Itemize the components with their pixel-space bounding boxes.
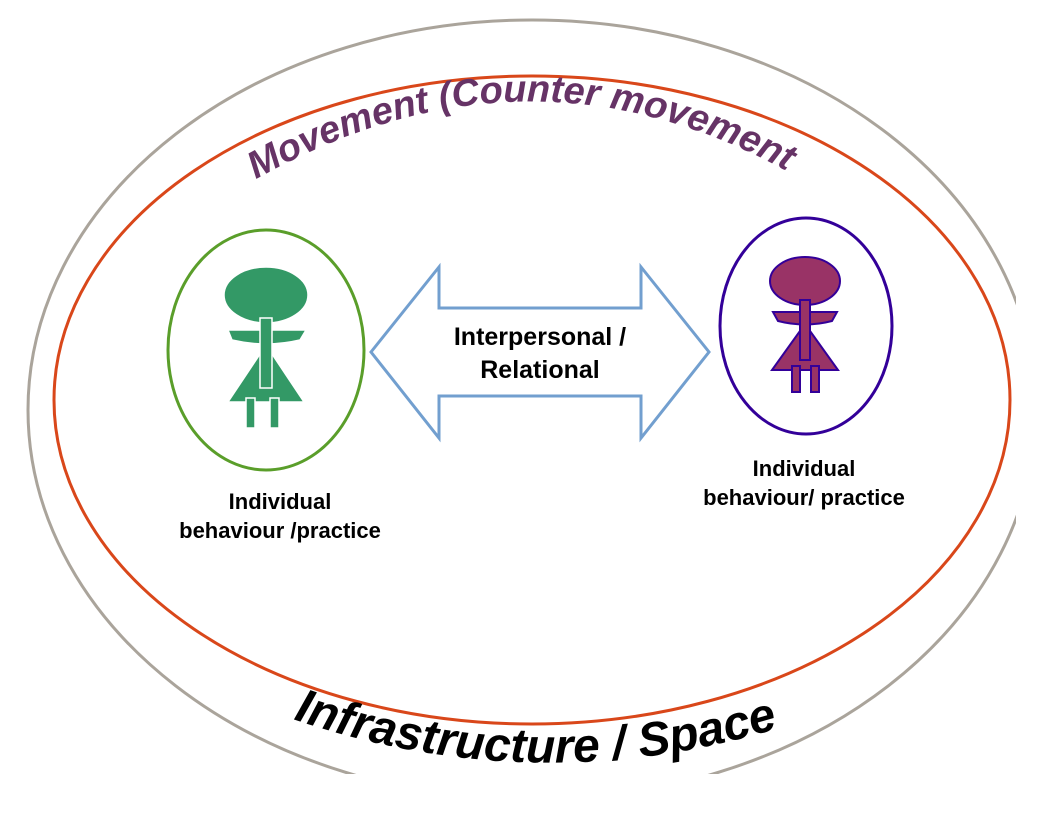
- arrow-label-line1: Interpersonal /: [454, 323, 626, 351]
- left-person-group: Individual behaviour /practice: [166, 228, 381, 543]
- right-person-ring: [718, 216, 894, 436]
- right-person-group: Individual behaviour/ practice: [703, 216, 905, 510]
- right-person-label-line1: Individual: [753, 456, 856, 481]
- infrastructure-label: Infrastructure / Space: [290, 679, 782, 773]
- right-person-icon: [769, 256, 841, 393]
- right-person-label-line2: behaviour/ practice: [703, 485, 905, 510]
- left-person-label-line2: behaviour /practice: [179, 518, 381, 543]
- interpersonal-arrow: Interpersonal / Relational: [369, 262, 711, 443]
- arrow-label-line2: Relational: [480, 356, 599, 384]
- left-person-icon: [223, 266, 309, 429]
- double-arrow-shape: [369, 262, 711, 443]
- left-person-label-line1: Individual: [229, 489, 332, 514]
- inner-ring: [52, 74, 1012, 726]
- left-person-ring: [166, 228, 366, 472]
- outer-ring: [26, 18, 1016, 774]
- movement-label: Movement (Counter movement): [0, 0, 804, 187]
